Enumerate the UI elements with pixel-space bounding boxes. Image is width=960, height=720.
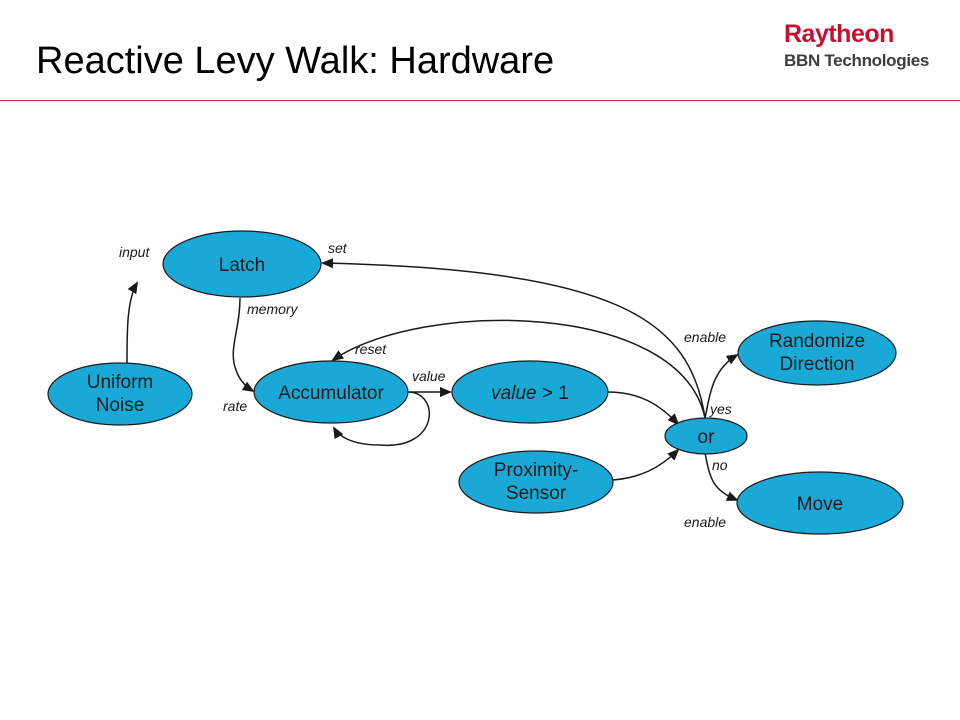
edge-or-to-move xyxy=(704,452,739,501)
node-or-label: or xyxy=(698,427,716,448)
label-rate: rate xyxy=(223,398,247,414)
value-var-text: value xyxy=(491,383,536,404)
node-proximity-line2: Sensor xyxy=(506,483,567,504)
edge-or-to-randomize xyxy=(704,353,739,419)
node-move: Move xyxy=(736,471,904,535)
label-enable-bottom: enable xyxy=(684,514,726,530)
raytheon-bbn-logo: Raytheon BBN Technologies xyxy=(784,20,952,72)
node-uniform-noise: Uniform Noise xyxy=(47,362,193,426)
node-randomize-line1: Randomize xyxy=(769,331,865,352)
logo-subtitle: BBN Technologies xyxy=(784,51,930,70)
node-latch-label: Latch xyxy=(219,255,265,276)
label-memory: memory xyxy=(247,301,299,317)
node-randomize-direction: Randomize Direction xyxy=(737,320,897,386)
node-randomize-line2: Direction xyxy=(780,354,855,375)
node-proximity-line1: Proximity- xyxy=(494,460,578,481)
label-set: set xyxy=(328,240,348,256)
label-reset: reset xyxy=(355,341,387,357)
value-compare-text: > 1 xyxy=(537,383,569,404)
node-uniform-noise-line1: Uniform xyxy=(87,372,154,393)
node-latch: Latch xyxy=(162,230,322,298)
edge-accumulator-self-loop xyxy=(333,391,430,446)
node-value-comparator: value > 1 xyxy=(451,360,609,424)
edge-proximity-to-or xyxy=(611,448,680,481)
label-input: input xyxy=(119,244,150,260)
edge-or-to-latch-set xyxy=(321,258,706,419)
title-divider xyxy=(0,100,960,101)
edge-value-to-or xyxy=(607,391,680,426)
edge-latch-to-accumulator-rate xyxy=(232,297,255,393)
node-or: or xyxy=(664,417,748,455)
edge-or-to-accumulator-reset xyxy=(331,319,706,419)
node-uniform-noise-line2: Noise xyxy=(96,395,145,416)
label-yes: yes xyxy=(709,401,732,417)
node-accumulator-label: Accumulator xyxy=(278,383,384,404)
node-proximity-sensor: Proximity- Sensor xyxy=(458,450,614,514)
label-enable-top: enable xyxy=(684,329,726,345)
node-move-label: Move xyxy=(797,494,843,515)
label-no: no xyxy=(712,457,728,473)
node-accumulator: Accumulator xyxy=(253,360,409,424)
slide-title: Reactive Levy Walk: Hardware xyxy=(36,40,555,82)
logo-brand: Raytheon xyxy=(784,20,894,48)
node-value-comparator-label: value > 1 xyxy=(491,383,569,404)
label-value: value xyxy=(412,368,446,384)
edge-noise-to-latch xyxy=(126,281,139,364)
